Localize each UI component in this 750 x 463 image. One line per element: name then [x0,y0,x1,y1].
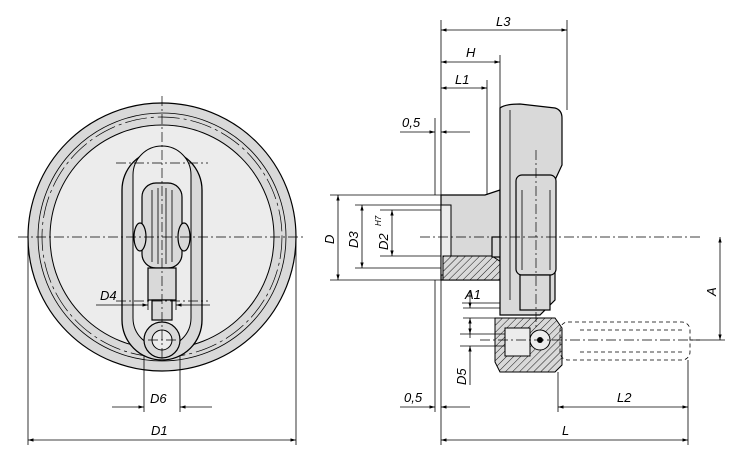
d1-label: D1 [151,423,168,438]
h-label: H [466,45,476,60]
gap-bottom-label: 0,5 [404,390,423,405]
l3-label: L3 [496,14,511,29]
front-view: D4 D6 D1 [18,96,306,445]
d6-label: D6 [150,391,167,406]
d2-tolerance: H7 [374,215,383,226]
d-label: D [322,235,337,244]
a-label: A [704,287,719,297]
l2-label: L2 [617,390,632,405]
gap-top-label: 0,5 [402,115,421,130]
pivot-socket [504,327,531,357]
l-label: L [562,423,569,438]
side-view: L3 H L1 0,5 D D3 D2 H7 A A [322,14,725,445]
l1-label: L1 [455,72,469,87]
handle-post-neck [519,274,551,311]
d4-label: D4 [100,288,117,303]
a1-label: A1 [464,287,481,302]
d3-label: D3 [346,231,361,248]
d2-label: D2 [376,233,391,250]
d5-label: D5 [454,368,469,385]
folded-grip-phantom [559,321,691,361]
